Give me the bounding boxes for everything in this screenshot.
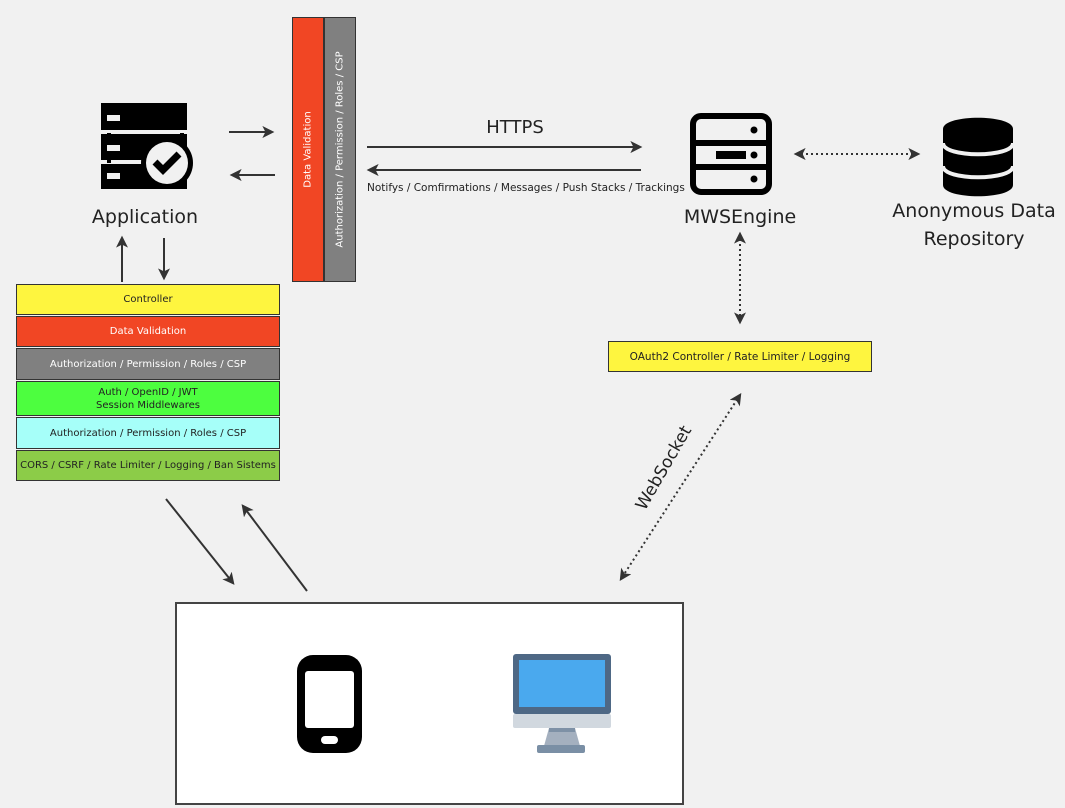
vertical-bar-label: Authorization / Permission / Roles / CSP [334,51,346,248]
https-label: HTTPS [486,117,544,138]
layer-label: Authorization / Permission / Roles / CSP [49,427,247,439]
vertical-bar-authorization: Authorization / Permission / Roles / CSP [324,17,356,282]
repository-label-line1: Anonymous Data [892,200,1056,222]
repository-label-line2: Repository [923,228,1025,250]
layer-authorization-cyan: Authorization / Permission / Roles / CSP [16,417,280,449]
notify-label: Notifys / Comfirmations / Messages / Pus… [367,182,685,194]
vertical-bar-label: Data Validation [302,111,314,188]
layer-label: Authorization / Permission / Roles / CSP [49,358,247,370]
layer-authorization-gray: Authorization / Permission / Roles / CSP [16,348,280,380]
layer-auth-session: Auth / OpenID / JWT Session Middlewares [16,381,280,416]
application-node: Application [70,100,220,235]
vertical-bar-data-validation: Data Validation [292,17,324,282]
server-check-icon [101,103,193,189]
clients-box [175,602,684,805]
server-icon [690,113,772,195]
database-icon [942,117,1014,197]
layer-label-line2: Session Middlewares [96,399,200,411]
layer-cors-csrf: CORS / CSRF / Rate Limiter / Logging / B… [16,450,280,481]
layer-label: Data Validation [109,326,187,337]
oauth-label: OAuth2 Controller / Rate Limiter / Loggi… [629,350,851,363]
layer-label: Auth / OpenID / JWT [98,386,198,398]
layer-label: Controller [123,294,173,305]
mwsengine-label: MWSEngine [683,206,797,228]
layer-label: CORS / CSRF / Rate Limiter / Logging / B… [20,460,276,471]
desktop-monitor-icon [513,654,611,753]
mwsengine-node: MWSEngine [670,110,810,235]
arrow-stack-to-clients [165,498,235,585]
arrow-websocket [619,392,742,582]
smartphone-icon [297,655,362,753]
layer-controller: Controller [16,284,280,315]
arrow-clients-to-stack [241,504,308,592]
oauth-controller-box: OAuth2 Controller / Rate Limiter / Loggi… [608,341,872,372]
repository-node: Anonymous Data Repository [885,112,1065,257]
layer-data-validation: Data Validation [16,316,280,347]
application-label: Application [91,206,199,228]
